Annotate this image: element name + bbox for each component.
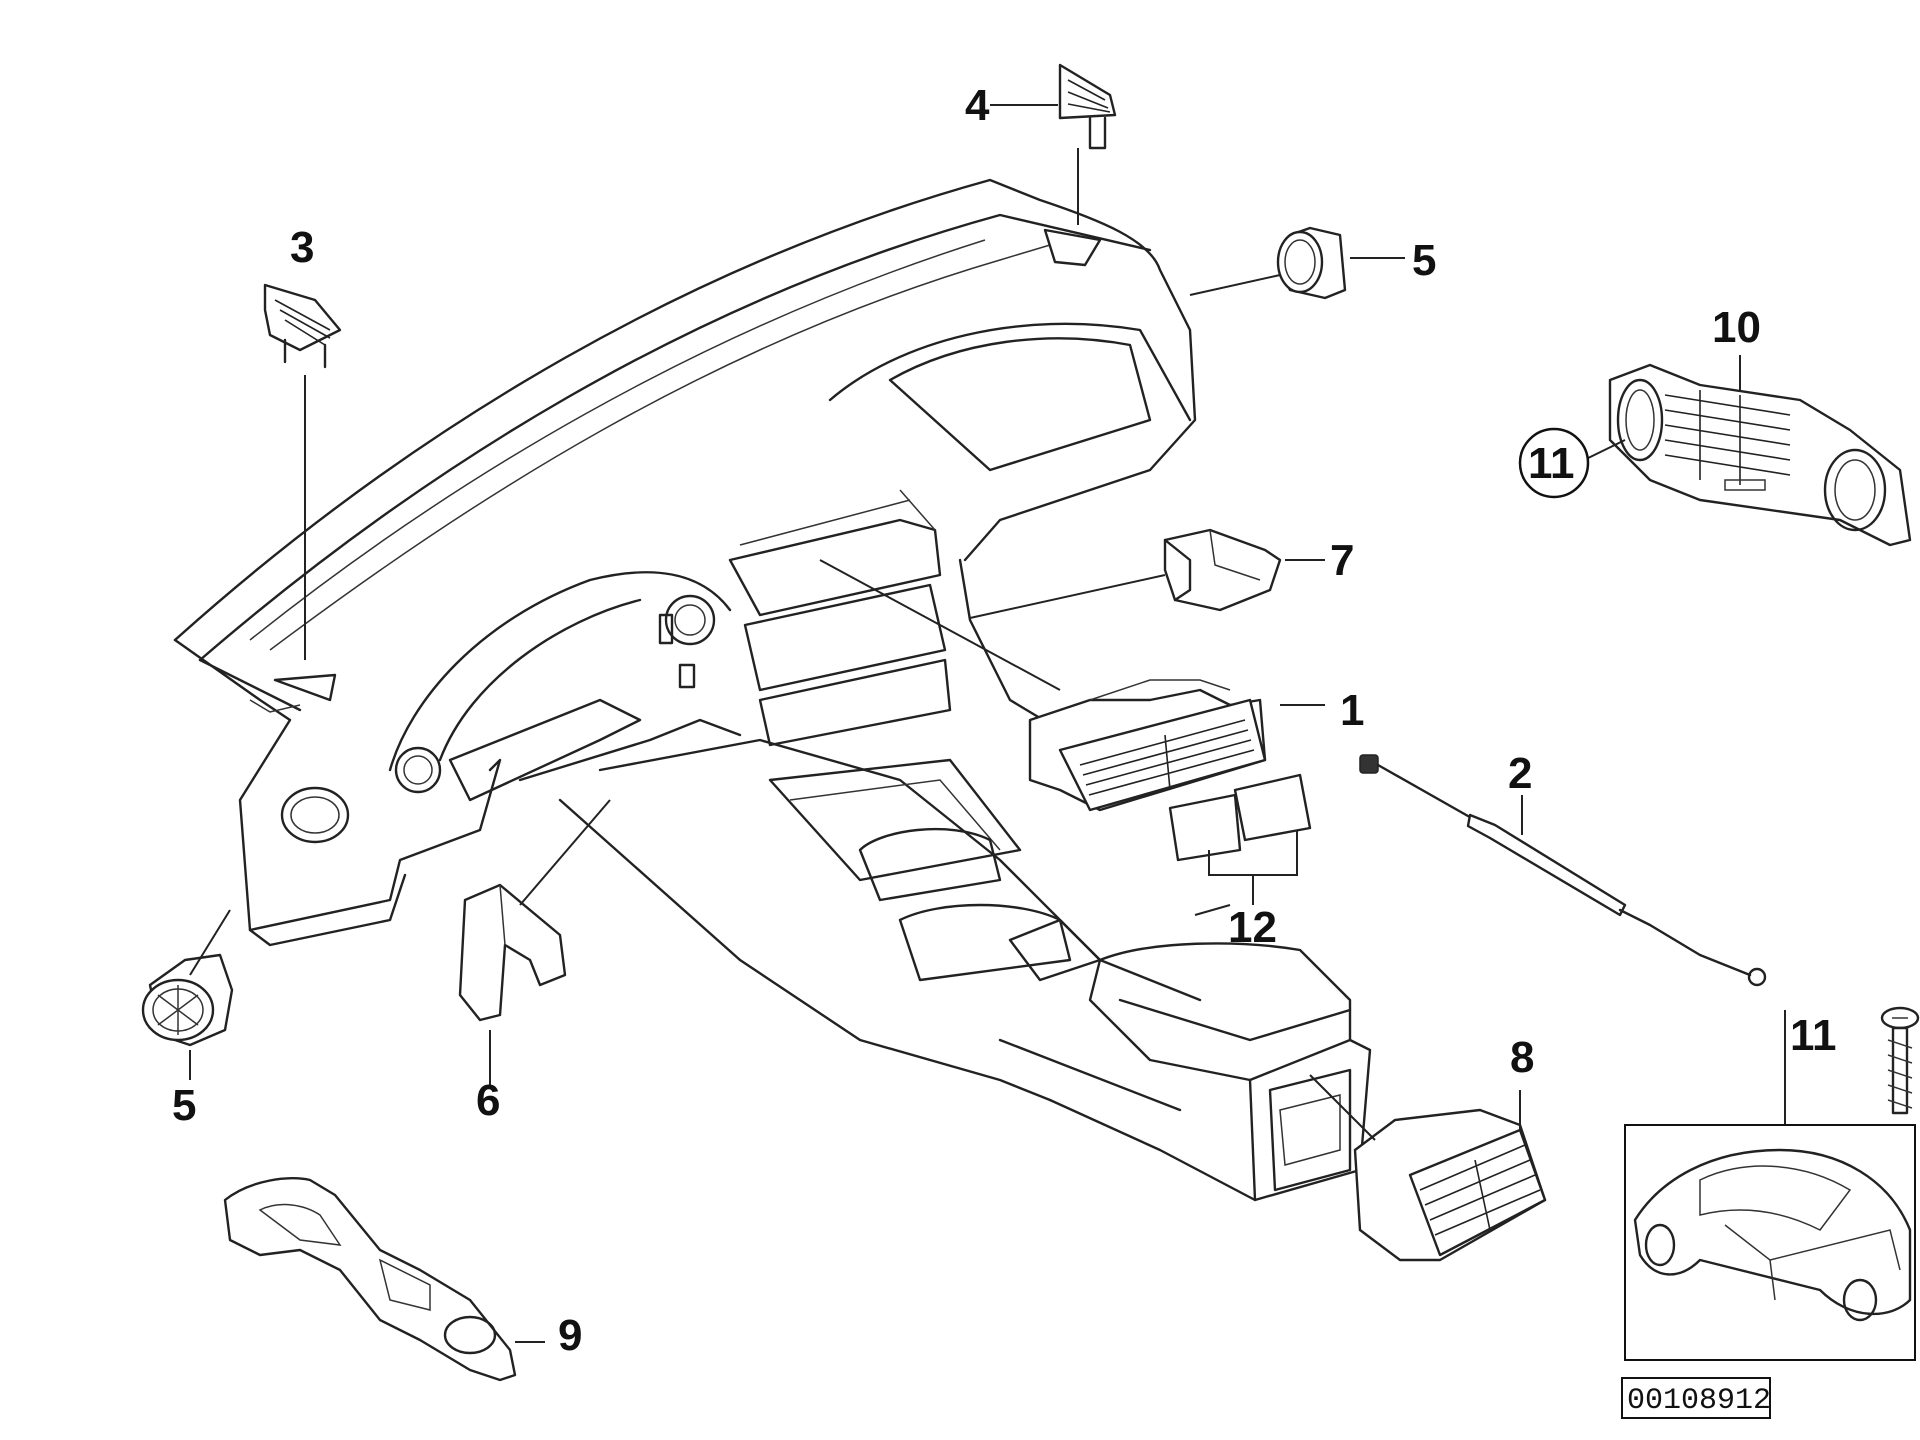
- callout-4: 4: [965, 81, 990, 130]
- part-2-control-cable: [1359, 754, 1767, 987]
- callout-11-ring: [1518, 427, 1590, 499]
- callout-1: 1: [1340, 686, 1364, 735]
- part-3-defrost-grille-left: [263, 283, 342, 369]
- part-10-side-vent-outlet: [1608, 363, 1912, 547]
- part-5-round-duct-top: [1276, 226, 1347, 300]
- callout-7: 7: [1330, 536, 1354, 585]
- callout-5-bottom: 5: [172, 1081, 196, 1130]
- callout-6: 6: [476, 1076, 500, 1125]
- reference-number-text: 00108912: [1627, 1384, 1771, 1418]
- callout-8: 8: [1510, 1033, 1534, 1082]
- callout-5-top: 5: [1412, 236, 1436, 285]
- part-12-foam-pads: [1168, 773, 1312, 862]
- callout-12: 12: [1228, 903, 1277, 952]
- part-7-duct-elbow: [1163, 528, 1282, 612]
- part-9-side-air-duct: [223, 1177, 517, 1382]
- callout-2: 2: [1508, 749, 1532, 798]
- dashboard-assembly: [173, 178, 1372, 1202]
- part-8-rear-vent: [1353, 1108, 1547, 1262]
- callout-3: 3: [290, 223, 314, 272]
- diagram-reference-number: 00108912: [1621, 1377, 1771, 1419]
- part-1-center-vent: [1028, 679, 1267, 812]
- part-6-footwell-duct: [458, 883, 567, 1022]
- callout-9: 9: [558, 1311, 582, 1360]
- leader-lines: [189, 104, 1741, 1343]
- callout-10: 10: [1712, 303, 1761, 352]
- screw-icon: [1880, 1006, 1920, 1115]
- car-outline-icon: [1633, 1148, 1912, 1322]
- inset-screw-panel: 11: [1784, 1006, 1920, 1125]
- inset-car-panel: [1624, 1124, 1916, 1361]
- part-5-round-vent-bottom: [141, 953, 234, 1047]
- callout-11-circled: 11: [1528, 439, 1575, 488]
- part-4-defrost-grille-right: [1058, 63, 1117, 150]
- callout-11-box: 11: [1790, 1011, 1837, 1060]
